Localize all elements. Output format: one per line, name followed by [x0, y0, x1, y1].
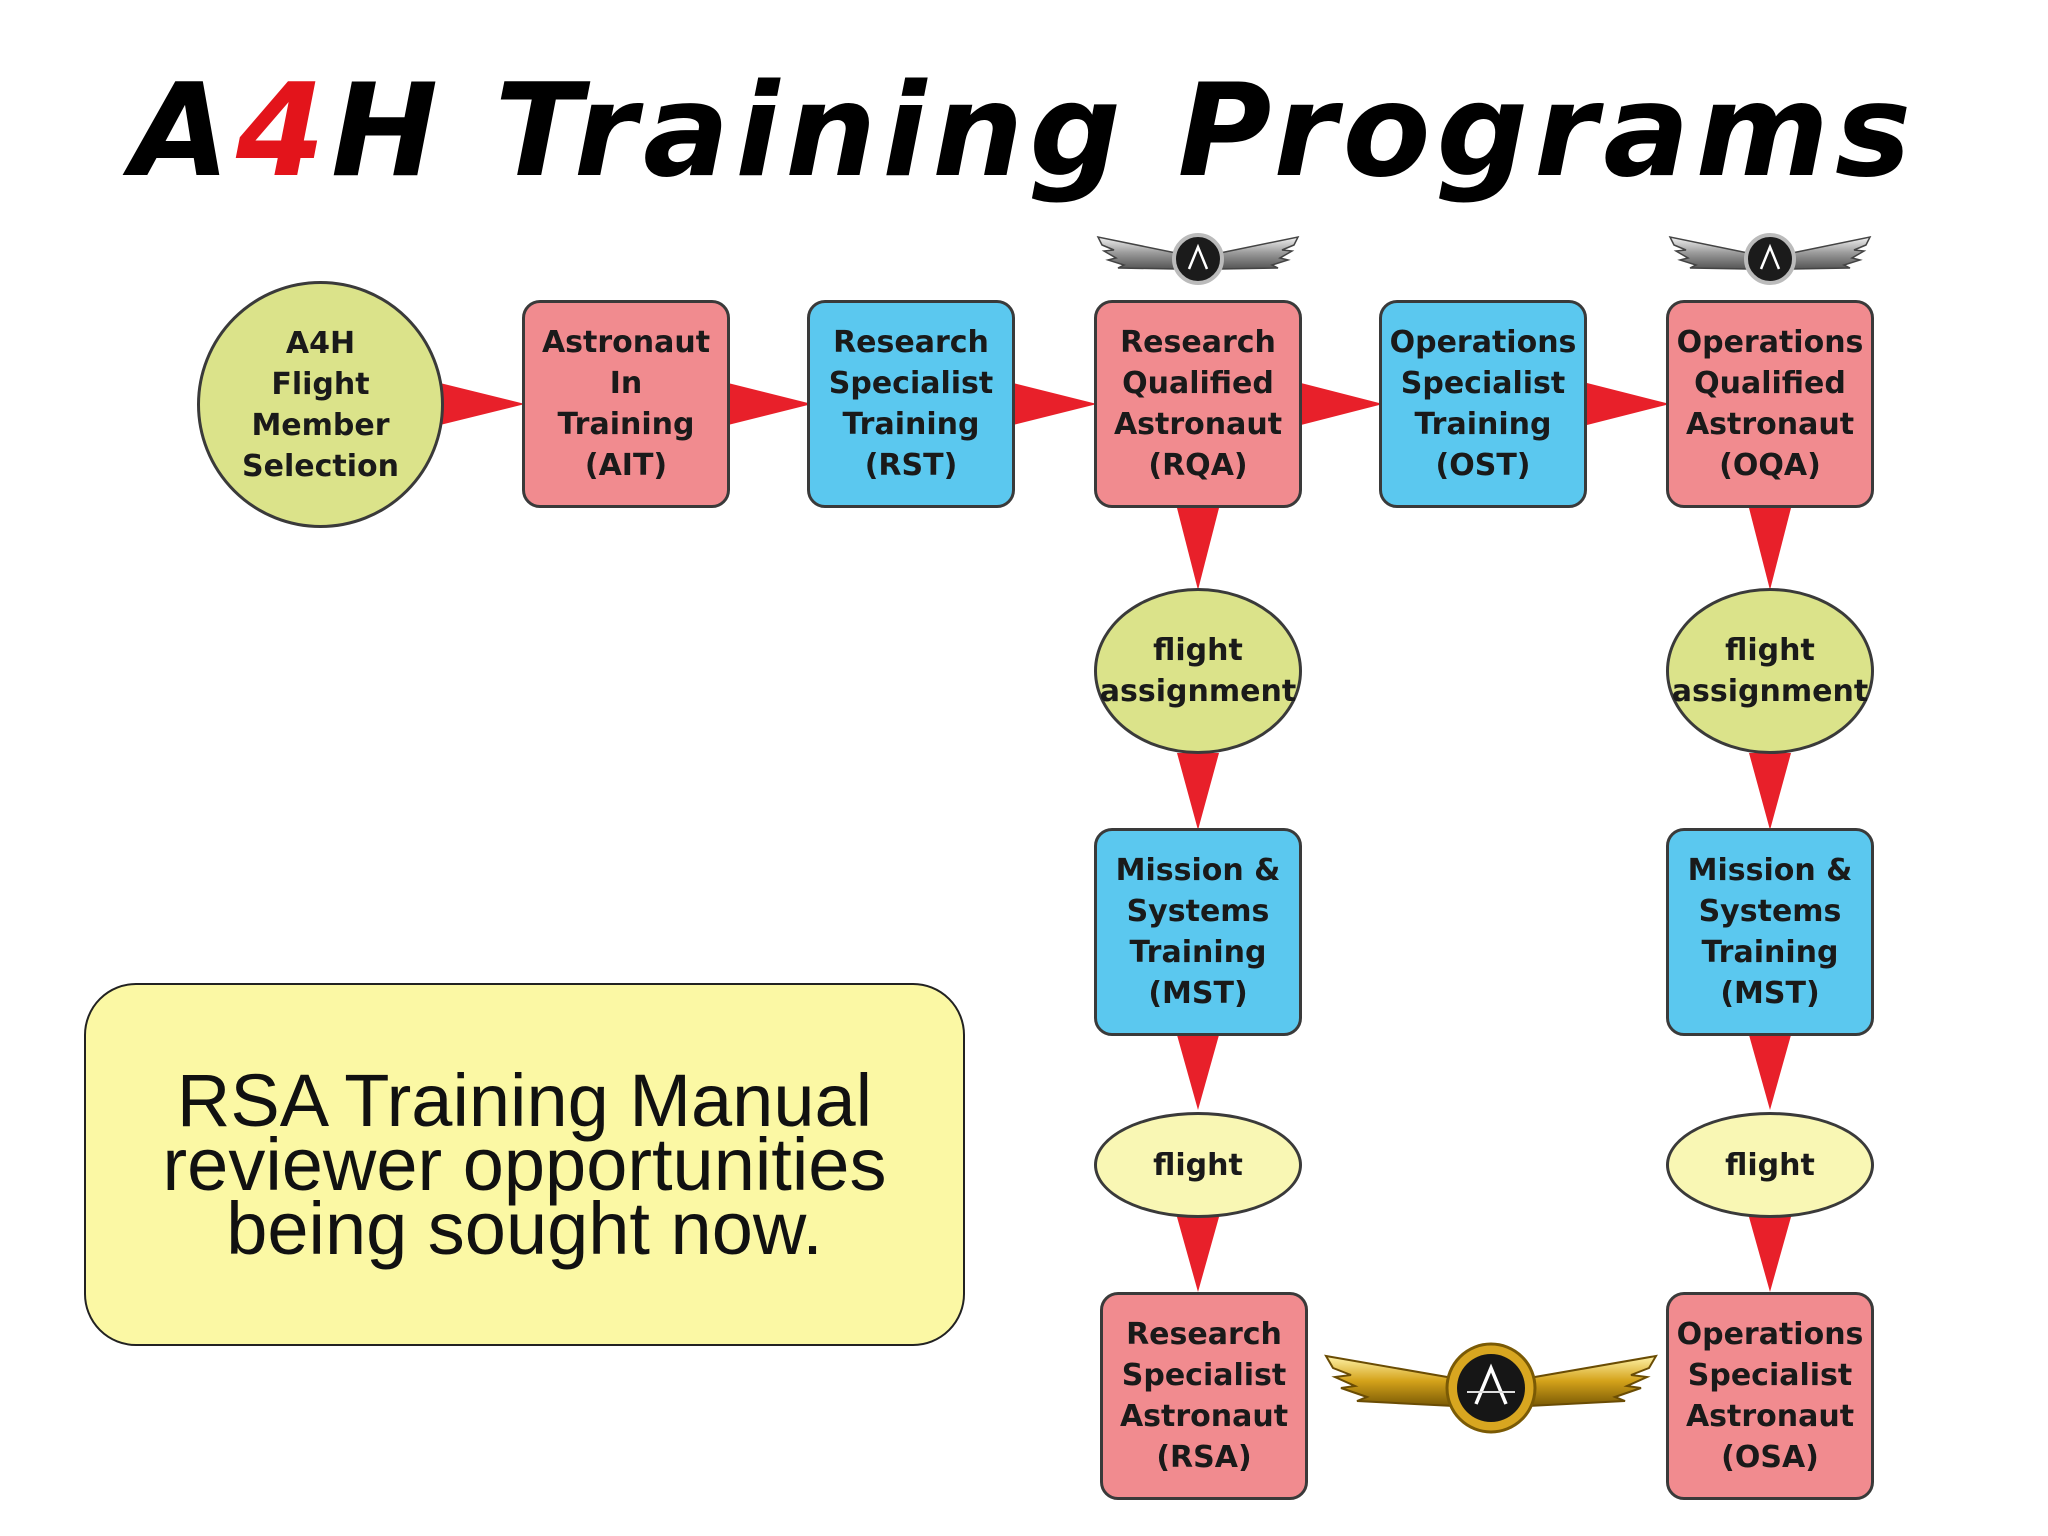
ost-node: Operations Specialist Training (OST) — [1379, 300, 1587, 508]
arrow-ost-to-oqa — [1587, 383, 1670, 425]
flight-assignment-node-right: flight assignment — [1666, 588, 1874, 754]
arrow-rqa-to-ost — [1301, 383, 1383, 425]
title-part1: A — [130, 57, 236, 206]
arrow-mst-to-flight-left — [1177, 1035, 1219, 1110]
arrow-oqa-to-flight-assignment — [1749, 508, 1791, 590]
flight-assignment-node-left: flight assignment — [1094, 588, 1302, 754]
title-part2: H Training Programs — [330, 57, 1918, 206]
rst-node: Research Specialist Training (RST) — [807, 300, 1015, 508]
osa-node: Operations Specialist Astronaut (OSA) — [1666, 1292, 1874, 1500]
arrow-selection-to-ait — [440, 383, 525, 425]
arrow-mst-to-flight-right — [1749, 1035, 1791, 1110]
oqa-node: Operations Qualified Astronaut (OQA) — [1666, 300, 1874, 508]
page-title: A4H Training Programs — [0, 62, 2048, 202]
silver-wings-badge-icon — [1668, 233, 1872, 285]
arrow-flight-to-osa — [1749, 1217, 1791, 1292]
rqa-node: Research Qualified Astronaut (RQA) — [1094, 300, 1302, 508]
mst-node-left: Mission & Systems Training (MST) — [1094, 828, 1302, 1036]
gold-wings-badge-icon — [1324, 1342, 1658, 1434]
arrow-flight-to-rsa — [1177, 1217, 1219, 1292]
arrow-rst-to-rqa — [1013, 383, 1097, 425]
arrow-rqa-to-flight-assignment — [1177, 508, 1219, 590]
ait-node: Astronaut In Training (AIT) — [522, 300, 730, 508]
mst-node-right: Mission & Systems Training (MST) — [1666, 828, 1874, 1036]
silver-wings-badge-icon — [1096, 233, 1300, 285]
reviewer-callout: RSA Training Manual reviewer opportuniti… — [84, 983, 965, 1346]
flight-node-left: flight — [1094, 1112, 1302, 1218]
arrow-flight-assignment-to-mst-left — [1177, 753, 1219, 830]
flight-member-selection-node: A4H Flight Member Selection — [197, 281, 444, 528]
title-accent: 4 — [235, 57, 331, 206]
flight-node-right: flight — [1666, 1112, 1874, 1218]
arrow-flight-assignment-to-mst-right — [1749, 753, 1791, 830]
rsa-node: Research Specialist Astronaut (RSA) — [1100, 1292, 1308, 1500]
arrow-ait-to-rst — [728, 383, 812, 425]
